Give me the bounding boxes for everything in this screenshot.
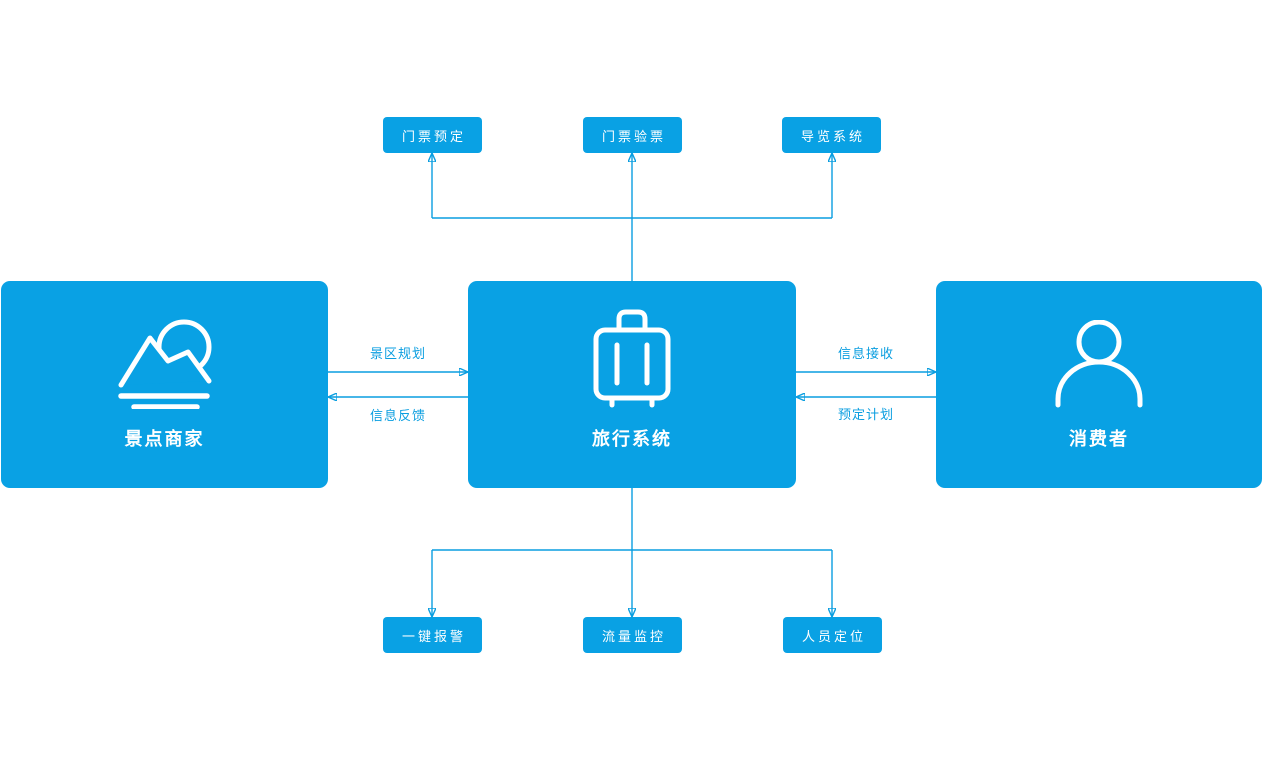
- node-travel-system: 旅行系统: [468, 281, 796, 488]
- node-ticket-check: 门票验票: [583, 117, 682, 153]
- suitcase-icon: [592, 308, 672, 408]
- node-traffic-monitor: 流量监控: [583, 617, 682, 653]
- node-label-consumer: 消费者: [1069, 429, 1129, 449]
- node-scenic-merchant: 景点商家: [1, 281, 328, 488]
- person-icon: [1054, 320, 1144, 408]
- node-guide-system: 导览系统: [782, 117, 881, 153]
- node-personnel-positioning: 人员定位: [783, 617, 882, 653]
- node-consumer: 消费者: [936, 281, 1262, 488]
- node-label-travel-system: 旅行系统: [592, 429, 672, 449]
- edge-label-booking-plan: 预定计划: [837, 407, 894, 422]
- edge-label-scenic-planning: 景区规划: [369, 346, 426, 361]
- mountain-scenery-icon: [117, 317, 213, 409]
- node-one-key-alarm: 一键报警: [383, 617, 482, 653]
- edge-label-info-receive: 信息接收: [837, 346, 894, 361]
- node-ticket-booking: 门票预定: [383, 117, 482, 153]
- node-label-scenic-merchant: 景点商家: [124, 429, 205, 449]
- edge-label-info-feedback: 信息反馈: [369, 408, 426, 423]
